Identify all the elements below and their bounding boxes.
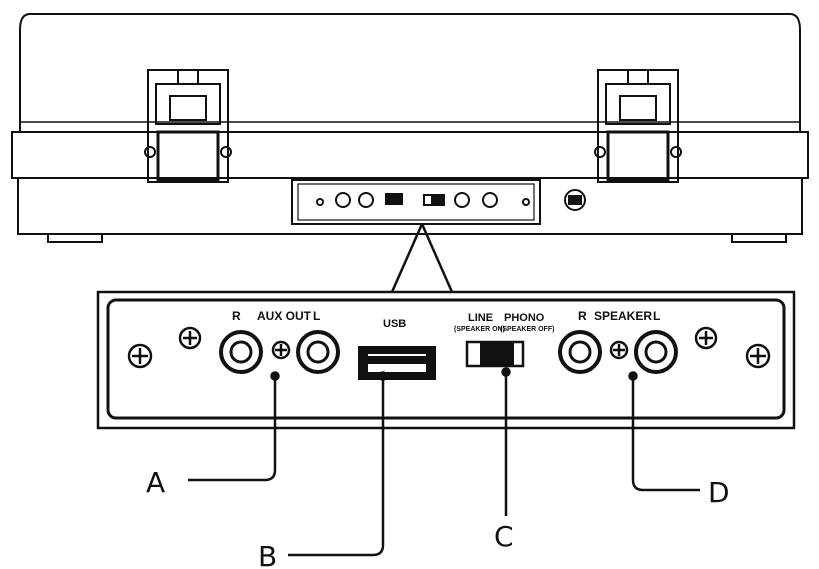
callout-lines	[188, 367, 700, 557]
dust-cover	[19, 13, 801, 133]
speaker-r-jack	[558, 330, 602, 374]
zoom-lines	[390, 223, 454, 293]
callout-b: B	[258, 540, 277, 569]
aux-out-jacks	[219, 330, 340, 374]
foot-right	[731, 233, 787, 243]
screw-left-inner	[178, 326, 202, 350]
speaker-l-jack	[634, 330, 678, 374]
base	[17, 177, 803, 235]
line-sub-label: (SPEAKER ON)	[454, 326, 505, 333]
panel-outer	[96, 290, 796, 430]
aux-out-label: AUX OUT	[257, 309, 312, 323]
hinge-right	[594, 69, 682, 183]
speaker-r-label: R	[578, 309, 587, 323]
plinth	[11, 131, 809, 179]
aux-out-r-jack	[219, 330, 263, 374]
turntable-body	[11, 13, 809, 243]
screw-right-outer	[745, 343, 771, 369]
screw-right-inner	[694, 326, 718, 350]
panel-zoom: R AUX OUT L USB LINE (SPEAKER ON) PHONO …	[96, 290, 796, 430]
aux-out-l-label: L	[313, 309, 320, 323]
callout-c: C	[494, 520, 514, 553]
rear-panel-small	[291, 179, 586, 225]
callout-a: A	[146, 466, 165, 499]
aux-out-l-jack	[296, 330, 340, 374]
panel-inner	[106, 298, 786, 420]
phono-sub-label: (SPEAKER OFF)	[500, 326, 554, 333]
aux-out-screw	[271, 340, 291, 360]
phono-label: PHONO	[504, 312, 545, 324]
hinge-left	[144, 69, 232, 183]
usb-label: USB	[383, 318, 406, 330]
speaker-screw	[609, 340, 629, 360]
speaker-label: SPEAKER	[594, 309, 652, 323]
foot-left	[47, 233, 103, 243]
aux-out-r-label: R	[232, 309, 241, 323]
line-phono-switch	[465, 340, 525, 368]
line-label: LINE	[468, 312, 493, 324]
callout-d: D	[708, 476, 730, 509]
usb-port	[358, 346, 436, 380]
screw-left-outer	[127, 343, 153, 369]
speaker-jacks	[558, 330, 678, 374]
speaker-l-label: L	[653, 309, 660, 323]
